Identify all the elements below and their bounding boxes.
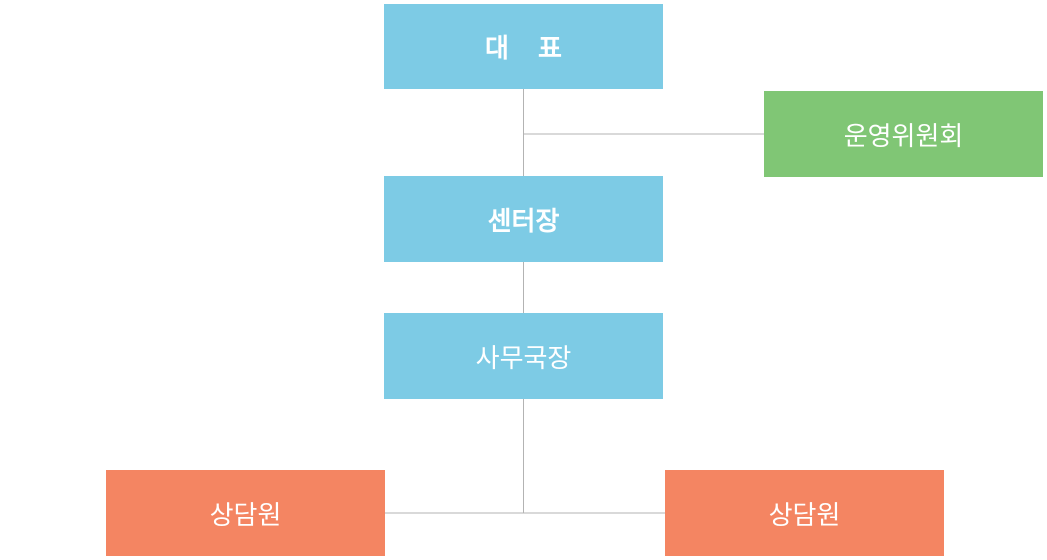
counselor-label-left: 상담원 bbox=[209, 500, 282, 531]
director-box: 센터장 bbox=[384, 176, 663, 262]
committee-box: 운영위원회 bbox=[764, 91, 1043, 177]
secretary-general-label: 사무국장 bbox=[475, 343, 572, 374]
secretary-general-box: 사무국장 bbox=[384, 313, 663, 399]
director-label: 센터장 bbox=[487, 206, 560, 237]
ceo-box: 대 표 bbox=[384, 4, 663, 89]
counselor-box-right: 상담원 bbox=[665, 470, 944, 556]
committee-label: 운영위원회 bbox=[843, 121, 964, 152]
counselor-box-left: 상담원 bbox=[106, 470, 385, 556]
ceo-label: 대 표 bbox=[485, 34, 572, 64]
counselor-label-right: 상담원 bbox=[768, 500, 841, 531]
